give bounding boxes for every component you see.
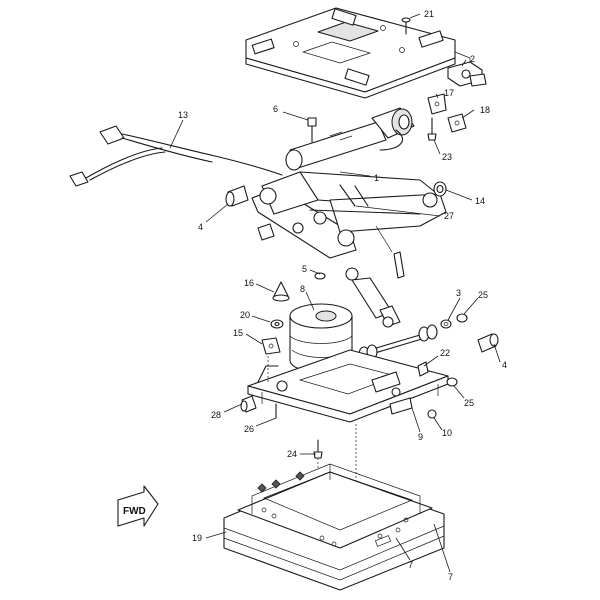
callout-14: 14 [475,196,485,206]
scissor-linkage [251,171,447,279]
base-plate [247,349,449,423]
callout-23: 23 [442,152,452,162]
bracket-17 [427,93,447,115]
callout-19: 19 [192,533,202,543]
clip-18 [447,113,467,133]
fwd-label: FWD [123,506,146,517]
leader-lines [169,13,501,573]
callout-1: 1 [374,173,379,183]
callout-10: 10 [442,428,452,438]
bushing-14 [433,181,447,197]
callout-2: 2 [470,54,475,64]
callout-17: 17 [444,88,454,98]
bushing-4-right [477,333,499,353]
washer-20 [270,319,284,329]
bolt-6 [307,117,317,143]
bolt-28 [240,395,257,413]
cone-16 [272,281,290,302]
callout-3: 3 [456,288,461,298]
callout-9: 9 [418,432,423,442]
callout-4-upper: 4 [198,222,203,232]
callout-5: 5 [302,264,307,274]
callout-8: 8 [300,284,305,294]
wiring-harness [69,125,283,187]
screw-24 [313,439,323,459]
bolt-23 [427,117,437,141]
seat-latch-assembly [447,61,487,87]
callout-4-lower: 4 [502,360,507,370]
callout-18: 18 [480,105,490,115]
callout-7-right: 7 [448,572,453,582]
callout-6: 6 [273,104,278,114]
nut-25-top [456,313,468,323]
callout-24: 24 [287,449,297,459]
callout-27: 27 [444,211,454,221]
lift-cylinder [285,107,415,171]
callout-25-upper: 25 [478,290,488,300]
callout-25-lower: 25 [464,398,474,408]
top-mounting-plate [245,7,471,99]
callout-26: 26 [244,424,254,434]
screw-21 [401,17,411,35]
callout-13: 13 [178,110,188,120]
callout-22: 22 [440,348,450,358]
callout-15: 15 [233,328,243,338]
callout-20: 20 [240,310,250,320]
callout-labels: 21 2 17 18 23 6 13 1 14 27 4 5 16 8 3 25… [178,9,507,582]
bushing-4-left [225,185,249,207]
nut-25-bottom [446,377,458,387]
shock-absorber [314,267,401,328]
callout-16: 16 [244,278,254,288]
washer-3 [440,319,452,329]
callout-21: 21 [424,9,434,19]
callout-7-left: 7 [408,560,413,570]
bracket-15 [261,337,281,355]
washer-10 [427,409,437,419]
forward-direction-badge: FWD [117,485,159,527]
callout-28: 28 [211,410,221,420]
bellows-boot [223,463,445,591]
bolt-22 [417,361,429,377]
